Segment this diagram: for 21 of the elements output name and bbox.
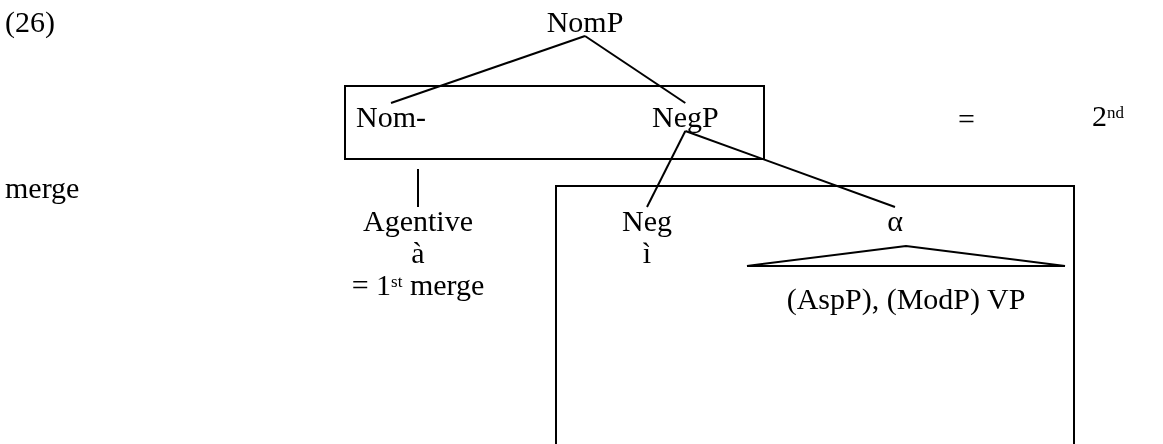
tree-label: NegP [652, 101, 719, 133]
tree-label: ì [642, 237, 652, 269]
tree-branch [390, 35, 586, 104]
annotation-text: 2$^{nd}$ [1092, 100, 1124, 132]
tree-label: Neg [622, 205, 672, 237]
tree-branch [684, 130, 896, 208]
annotation-text: (26) [5, 6, 55, 38]
tree-label: Agentive [363, 205, 473, 237]
constituent-box [344, 85, 765, 160]
tree-label: à [411, 237, 425, 269]
tree-branch [417, 168, 419, 208]
tree-branch [646, 130, 687, 208]
constituent-box [555, 185, 1075, 444]
tree-label: = 1$^{st}$ merge [351, 269, 485, 301]
tree-label: NomP [520, 6, 650, 38]
annotation-text: = [958, 103, 975, 135]
tree-label: α [875, 205, 915, 237]
tree-label: Nom- [356, 101, 426, 133]
tree-branch [584, 35, 687, 104]
annotation-text: merge [5, 172, 80, 204]
tree-label: (AspP), (ModP) VP [786, 283, 1026, 315]
